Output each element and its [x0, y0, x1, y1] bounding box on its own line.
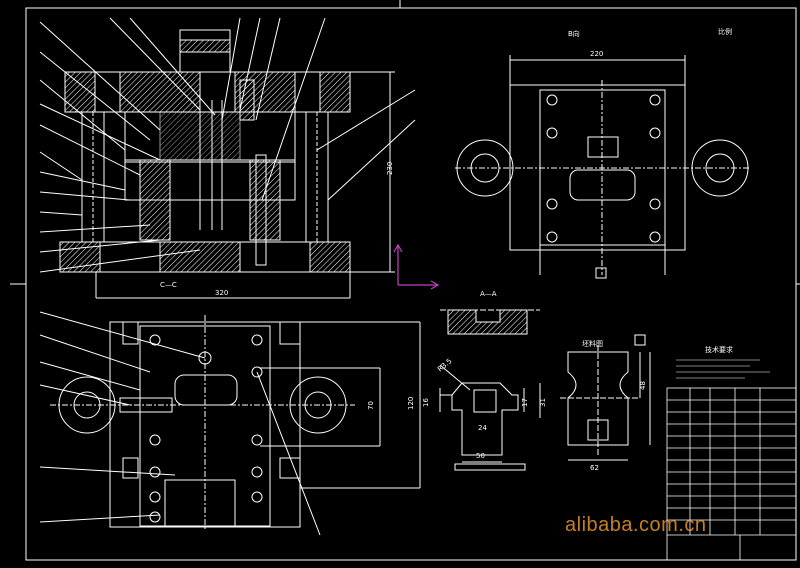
part-drawing: [439, 364, 541, 471]
title-block: [666, 387, 797, 561]
watermark-text: alibaba.com.cn: [565, 514, 707, 536]
dim-part-width: 50: [476, 452, 485, 460]
plan-view: [39, 311, 421, 536]
blank-title: 坯料图: [582, 339, 603, 348]
dim-plan-v2: 120: [407, 397, 415, 410]
technical-notes: [676, 359, 770, 379]
dim-blank-width: 62: [590, 464, 599, 472]
assembly-section-view: [39, 17, 416, 299]
tech-notes-title: 技术要求: [705, 345, 733, 354]
dim-part-h2: 17: [521, 398, 529, 407]
dim-plan-v1: 70: [367, 401, 375, 410]
b-view-title: B向: [568, 29, 580, 38]
dim-part-h1: 16: [422, 398, 430, 407]
axis-indicator: [393, 243, 440, 290]
dim-blank-height: 48: [639, 381, 647, 390]
scale-note: 比例: [718, 27, 732, 36]
dim-plan-width: 220: [590, 50, 603, 58]
dim-part-radius: R3.5: [436, 357, 453, 373]
section-aa-label: A—A: [480, 290, 497, 298]
dim-top-height: 230: [386, 162, 394, 175]
dim-part-h3: 31: [539, 398, 547, 407]
section-aa: [440, 309, 540, 335]
b-view: [455, 55, 750, 279]
blank-drawing: [560, 334, 651, 461]
dim-part-inner: 24: [478, 424, 487, 432]
dim-top-width: 320: [215, 289, 228, 297]
frame-label: C—C: [160, 281, 177, 289]
